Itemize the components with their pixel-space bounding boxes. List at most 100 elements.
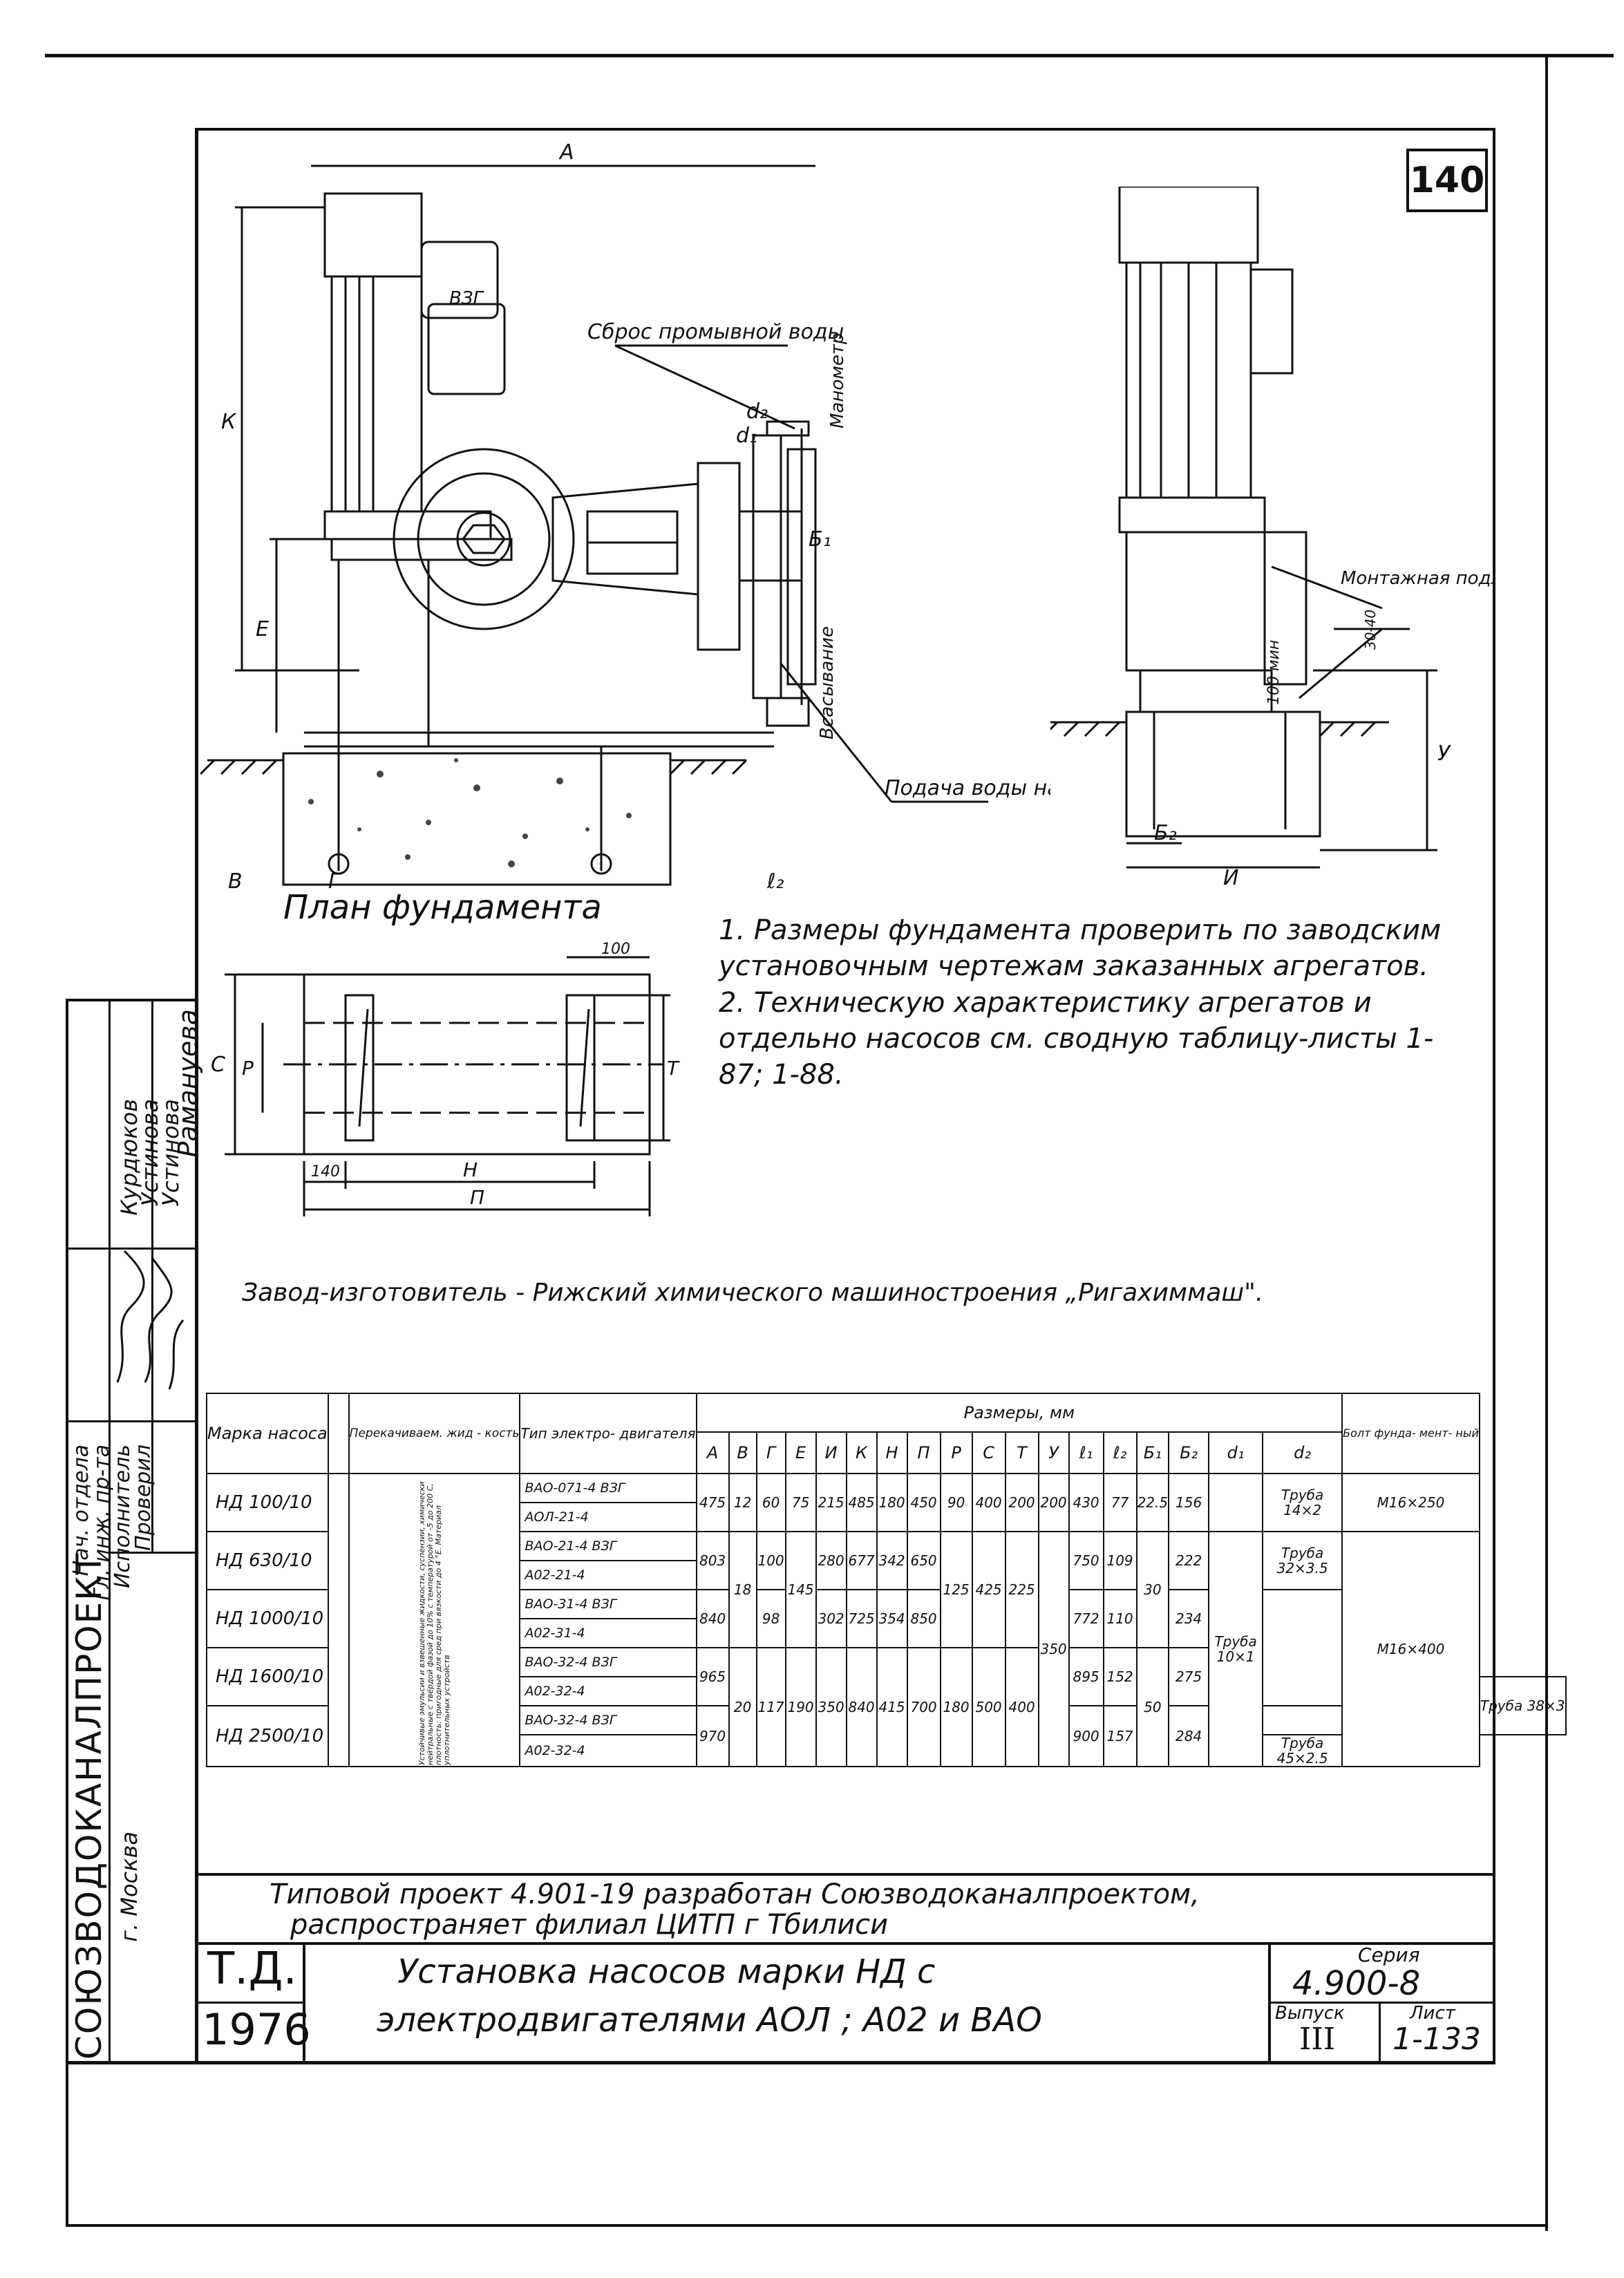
row5-motor2: А02-32-4 [519, 1734, 697, 1767]
row1-d2: Труба 14×2 [1262, 1473, 1343, 1532]
tb-series-mid [1268, 2002, 1495, 2004]
side-view-drawing: Монтажная подливка 100 мин 30-40 И У Б₂ [1050, 187, 1493, 890]
group-B-18: 18 [728, 1531, 757, 1648]
inner-frame-right [1493, 128, 1495, 2063]
group-R-180: 180 [939, 1647, 973, 1767]
row1-R: 90 [939, 1473, 973, 1532]
dim-G: Г [328, 869, 341, 892]
side-foundation [1125, 710, 1321, 838]
group-b1-30: 30 [1135, 1531, 1170, 1648]
inner-frame-bottom [66, 2061, 1495, 2064]
series-label: Серия [1358, 1943, 1420, 1966]
callout-flush-supply: Подача воды на промывку [885, 776, 1050, 800]
row3-A: 840 [695, 1589, 730, 1648]
col-E: Е [784, 1431, 817, 1474]
plan-pocket-left [344, 994, 375, 1142]
row3-I: 302 [815, 1589, 847, 1648]
dim-K: К [221, 410, 237, 434]
row1-G: 60 [755, 1473, 786, 1532]
bottom-border [66, 2224, 1548, 2227]
dim-B: В [228, 869, 243, 892]
org-city: г. Москва [116, 1832, 142, 1942]
hdr-motor: Тип электро- двигателя [519, 1393, 697, 1474]
sheet-label: Лист [1410, 2003, 1455, 2024]
row4-A: 965 [695, 1647, 730, 1706]
row4-l1: 895 [1068, 1647, 1104, 1706]
inner-frame-left [195, 128, 198, 2063]
plan-dim-100: 100 [601, 941, 630, 958]
tb-td-right [303, 1942, 305, 2061]
year: 1976 [202, 2004, 311, 2055]
hdr-bolt: Болт фунда- мент- ный [1341, 1393, 1480, 1474]
hdr-brand: Марка насоса [206, 1393, 329, 1474]
dim-E: Е [256, 617, 269, 641]
row3-motor1: ВАО-31-4 ВЗГ [519, 1589, 697, 1619]
tb-mid [195, 1942, 1495, 1945]
side-motor-cap [1118, 187, 1259, 264]
plan-pocket-right [565, 994, 596, 1142]
tb-issue-sep [1379, 2002, 1381, 2061]
dim-d2: d₂ [746, 399, 768, 424]
callout-suction: Всасывание [817, 626, 838, 740]
row2-G: 100 [755, 1531, 786, 1590]
group-bolt-m16x400: М16×400 [1341, 1531, 1480, 1767]
row2-K: 677 [845, 1531, 878, 1590]
drawing-title-2: электродвигателями АОЛ ; А02 и ВАО [377, 2001, 1042, 2040]
row4-l2: 152 [1102, 1647, 1137, 1706]
row1-bolt: М16×250 [1341, 1473, 1480, 1532]
col-U: У [1037, 1431, 1070, 1474]
sheet-number: 140 [1409, 160, 1485, 201]
issue-value: III [1299, 2022, 1336, 2057]
row2-I: 280 [815, 1531, 847, 1590]
row5-d2: Труба 45×2.5 [1262, 1734, 1343, 1767]
td-mark: Т.Д. [207, 1943, 297, 1995]
callout-pad-height: 30-40 [1362, 610, 1379, 650]
group-T-225: 225 [1004, 1531, 1039, 1648]
callout-min-100: 100 мин [1265, 640, 1283, 705]
row1-T: 200 [1004, 1473, 1039, 1532]
name-checker: Рамануева [173, 1009, 203, 1158]
role-checker: Проверил [131, 1444, 155, 1551]
col-d2: d₂ [1262, 1431, 1343, 1474]
plan-dim-H: Н [463, 1158, 478, 1181]
col-b1: Б₁ [1135, 1431, 1170, 1474]
left-border [66, 999, 68, 2227]
row2-motor1: ВАО-21-4 ВЗГ [519, 1531, 697, 1561]
row4-brand: НД 1600/10 [206, 1647, 329, 1706]
group-E-145: 145 [784, 1531, 817, 1648]
front-view-drawing: ВЗГ А К Е В Г ℓ₁ ℓ₂ d₁ d₂ Б₁ Сброс промы… [200, 140, 1050, 892]
col-b2: Б₂ [1168, 1431, 1210, 1474]
row1-K: 485 [845, 1473, 878, 1532]
dim-b1: Б₁ [809, 527, 831, 552]
plan-dim-140: 140 [311, 1163, 340, 1180]
row3-H: 354 [876, 1589, 908, 1648]
valve-body [697, 462, 741, 651]
row3-P: 850 [906, 1589, 941, 1648]
row2-P: 650 [906, 1531, 941, 1590]
row5-brand: НД 2500/10 [206, 1705, 329, 1767]
row2-A: 803 [695, 1531, 730, 1590]
tb-td-mid [195, 2002, 304, 2004]
row1-I: 215 [815, 1473, 847, 1532]
group-U-350: 350 [1037, 1531, 1070, 1767]
row5-l1: 900 [1068, 1705, 1104, 1767]
tb-top [195, 1873, 1495, 1876]
row4-motor2: А02-32-4 [519, 1676, 697, 1706]
row2-brand: НД 630/10 [206, 1531, 329, 1590]
col-P: П [906, 1431, 941, 1474]
plan-title: План фундамента [283, 888, 602, 927]
col-R: Р [939, 1431, 973, 1474]
project-line-2: распространяет филиал ЦИТП г Тбилиси [290, 1909, 889, 1941]
signature-stamp [66, 999, 197, 2061]
group-K-840: 840 [845, 1647, 878, 1767]
plan-dim-C: С [211, 1053, 225, 1077]
row5-b2: 284 [1168, 1705, 1210, 1767]
project-line-1: Типовой проект 4.901-19 разработан Союзв… [270, 1879, 1200, 1910]
row2-l2: 109 [1102, 1531, 1137, 1590]
row2-d2: Труба 32×3.5 [1262, 1531, 1343, 1590]
pump-sizes-table: Марка насоса Перекачиваем. жид - кость Т… [206, 1393, 1567, 1767]
row3-motor2: А02-31-4 [519, 1618, 697, 1648]
hdr-liquid: Перекачиваем. жид - кость [348, 1393, 521, 1474]
row1-E: 75 [784, 1473, 817, 1532]
col-K: К [845, 1431, 878, 1474]
